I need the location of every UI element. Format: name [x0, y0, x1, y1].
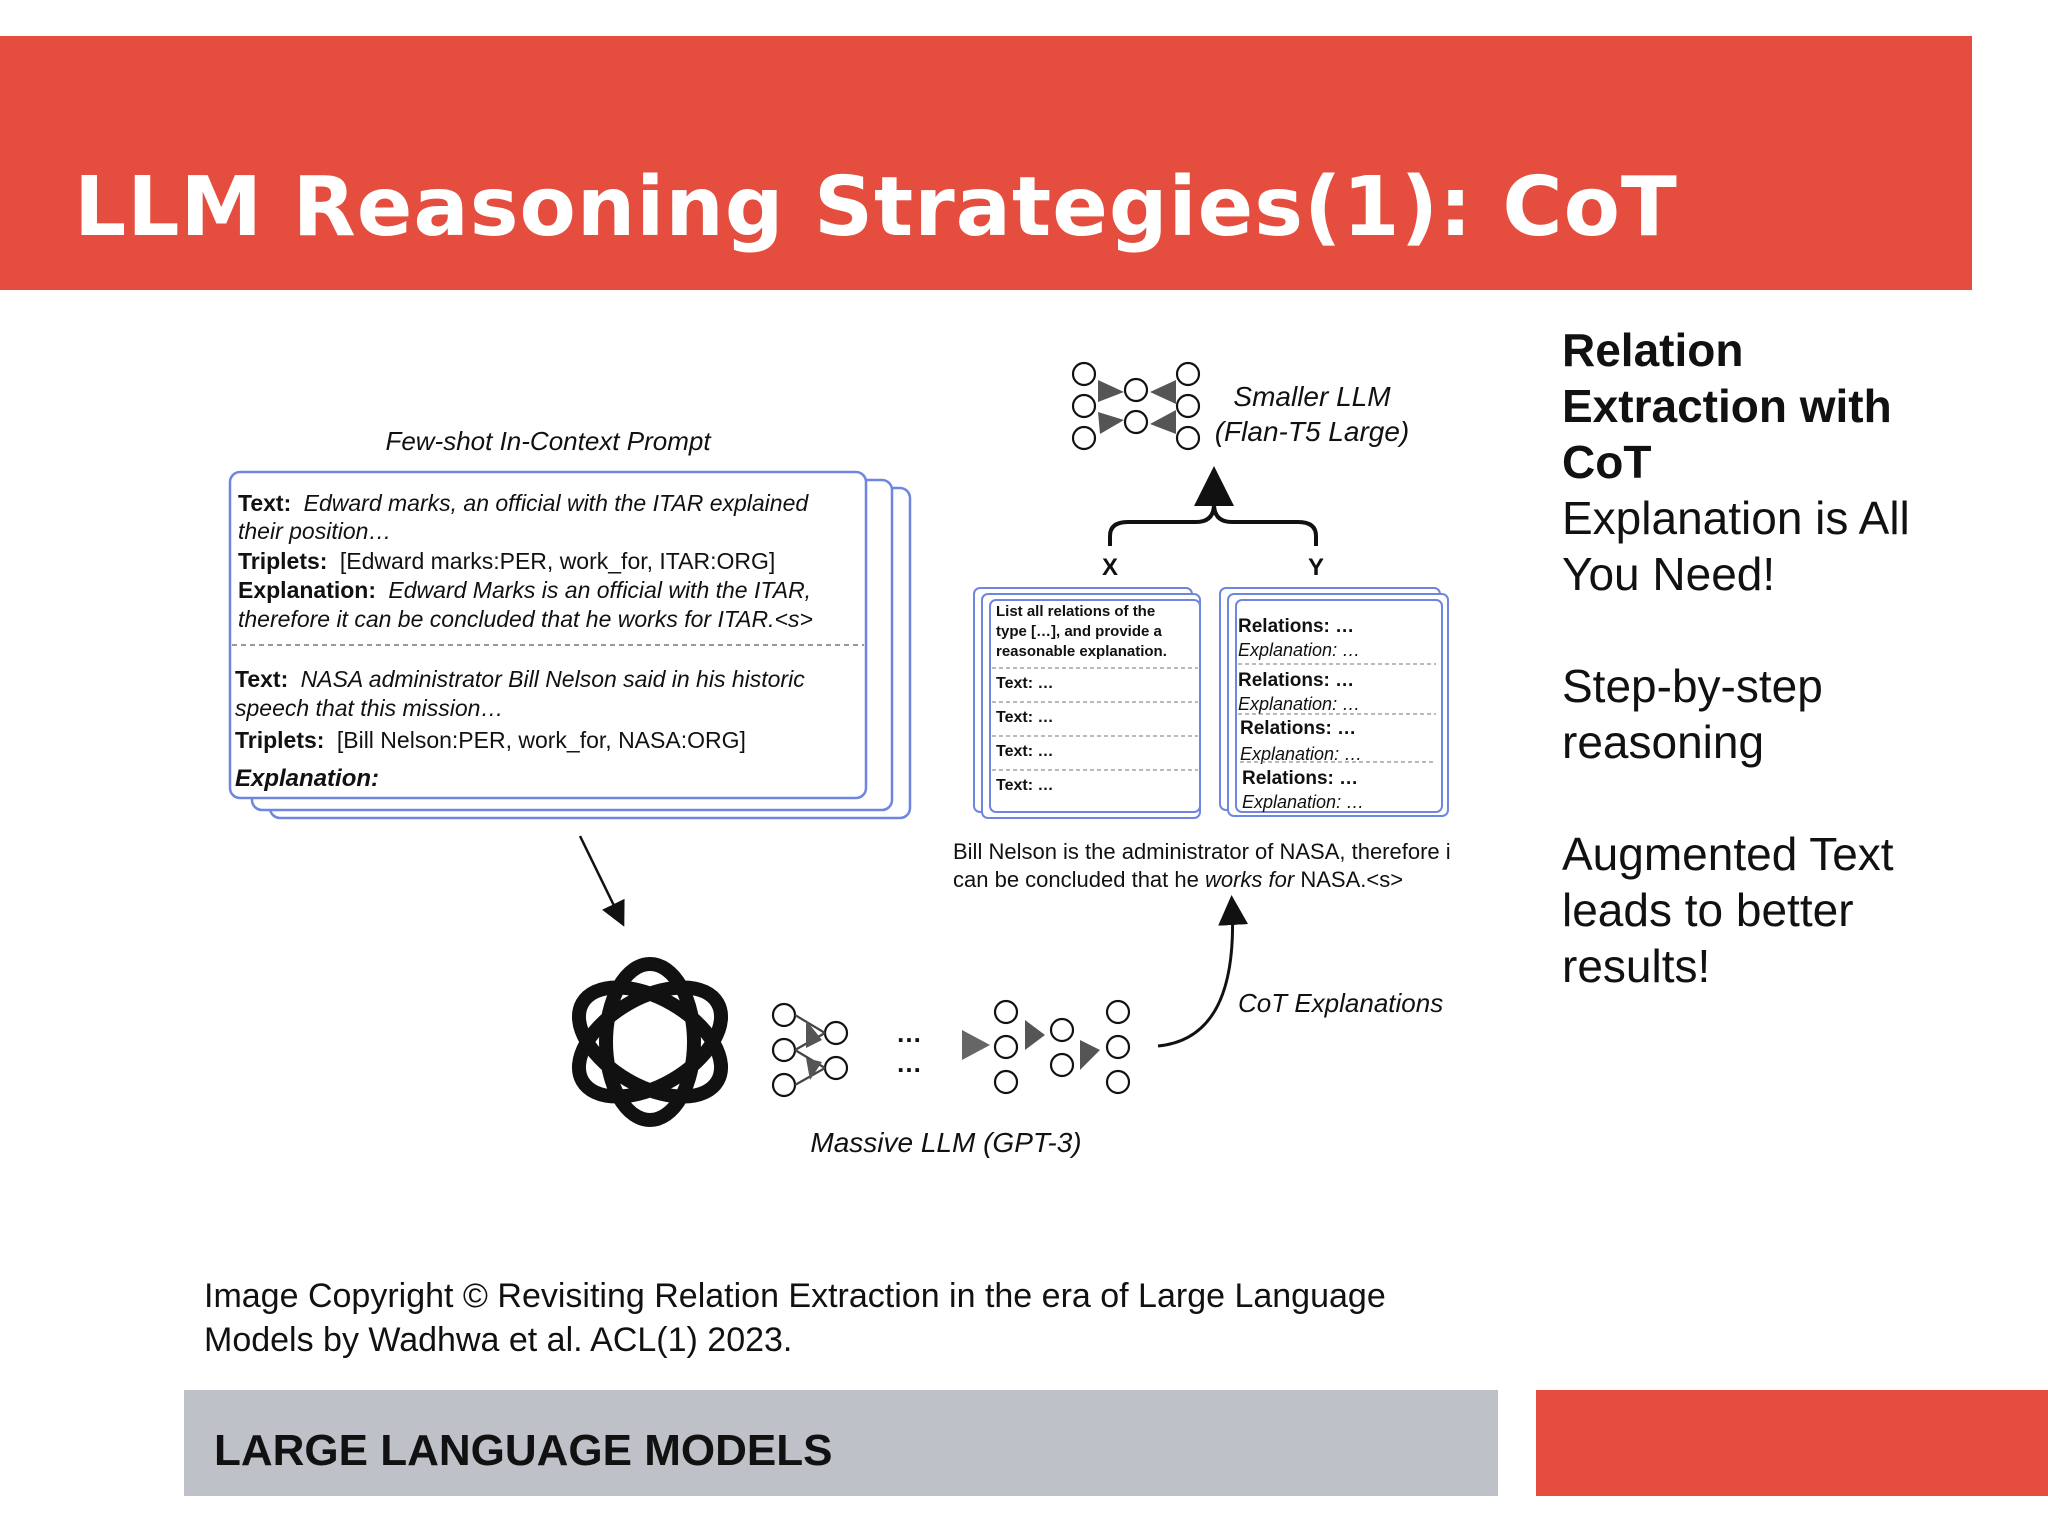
smaller-llm-network-icon — [1071, 361, 1201, 451]
svg-text:can be concluded that he works: can be concluded that he works for NASA.… — [953, 867, 1403, 892]
y-card-explanation-1: Explanation: … — [1238, 640, 1360, 660]
smaller-llm-label-2: (Flan-T5 Large) — [1215, 416, 1410, 447]
svg-text:Text: NASA administrator B: Text: NASA administrator Bill Nelson sai… — [235, 666, 805, 692]
x-card-text-3: Text: … — [996, 743, 1053, 760]
x-label: X — [1102, 554, 1118, 581]
massive-llm-label: Massive LLM (GPT-3) — [810, 1127, 1081, 1158]
ex1-explanation-cont: therefore it can be concluded that he wo… — [238, 606, 813, 632]
ex1-triplets-label: Triplets: — [238, 548, 327, 574]
sidebar-spacer — [1562, 602, 2022, 658]
ex2-text-cont: speech that this mission… — [235, 695, 503, 721]
ex2-text-label: Text: — [235, 666, 288, 692]
title-bar — [0, 36, 1972, 290]
openai-logo-icon — [571, 957, 729, 1127]
ex1-text-label: Text: — [238, 490, 291, 516]
y-card-relations-4: Relations: … — [1242, 768, 1358, 789]
y-card-relations-2: Relations: … — [1238, 670, 1354, 691]
y-card-explanation-4: Explanation: … — [1242, 792, 1364, 812]
y-label: Y — [1308, 554, 1324, 581]
ex1-explanation-label: Explanation: — [238, 577, 376, 603]
generated-explanation-italic: works for — [1205, 867, 1296, 892]
cot-arrow — [1157, 895, 1249, 1048]
sidebar-line-3: Step-by-step — [1562, 660, 1823, 712]
massive-llm-network-icon — [771, 1002, 849, 1098]
sidebar-line-7: results! — [1562, 940, 1711, 992]
ex1-text-cont: their position… — [238, 518, 391, 544]
sidebar-heading-2: Extraction with — [1562, 380, 1892, 432]
copyright-line-2: Models by Wadhwa et al. ACL(1) 2023. — [204, 1321, 793, 1359]
copyright-line-1: Image Copyright © Revisiting Relation Ex… — [204, 1277, 1386, 1315]
x-card — [989, 599, 1201, 813]
prompt-to-gpt-arrow — [578, 835, 625, 927]
sidebar-notes: Relation Extraction with CoT Explanation… — [1562, 322, 2022, 994]
massive-llm-network-icon-2 — [962, 999, 1131, 1095]
y-card-relations-1: Relations: … — [1238, 616, 1354, 637]
sidebar-heading-1: Relation — [1562, 324, 1744, 376]
generated-explanation-line2a: can be concluded that he — [953, 867, 1205, 892]
x-card-instruction-3: reasonable explanation. — [996, 643, 1167, 660]
footer-bar: LARGE LANGUAGE MODELS — [184, 1390, 1498, 1496]
sidebar-heading-3: CoT — [1562, 436, 1652, 488]
y-card-relations-3: Relations: … — [1240, 718, 1356, 739]
ex2-explanation-label: Explanation: — [235, 765, 379, 792]
openai-logo-center — [624, 1016, 676, 1068]
y-card-explanation-2: Explanation: … — [1238, 694, 1360, 714]
prompt-card — [228, 470, 868, 800]
sidebar-line-5: Augmented Text — [1562, 828, 1894, 880]
ex2-triplets-value: [Bill Nelson:PER, work_for, NASA:ORG] — [337, 727, 746, 753]
slide-title: LLM Reasoning Strategies(1): CoT — [74, 160, 1678, 255]
sidebar-line-2: You Need! — [1562, 548, 1776, 600]
footer-accent — [1536, 1390, 2048, 1496]
sidebar-spacer — [1562, 770, 2022, 826]
sidebar-line-1: Explanation is All — [1562, 492, 1910, 544]
footer-label: LARGE LANGUAGE MODELS — [214, 1426, 833, 1475]
cot-label: CoT Explanations — [1238, 988, 1443, 1018]
y-card — [1235, 599, 1443, 813]
ex2-triplets-label: Triplets: — [235, 727, 324, 753]
svg-text:Explanation: Edward Marks: Explanation: Edward Marks is an official… — [238, 577, 811, 603]
svg-text:Text: Edward marks, an off: Text: Edward marks, an official with the… — [238, 490, 809, 516]
svg-text:Triplets: [Bill Nelson:PER: Triplets: [Bill Nelson:PER, work_for, NA… — [235, 727, 746, 753]
prompt-title: Few-shot In-Context Prompt — [385, 426, 712, 456]
generated-explanation-line1: Bill Nelson is the administrator of NASA… — [953, 839, 1451, 864]
x-card-text-1: Text: … — [996, 675, 1053, 692]
generated-explanation-line2c: NASA.<s> — [1294, 867, 1403, 892]
ex1-text-value: Edward marks, an official with the ITAR … — [304, 490, 810, 516]
sidebar-line-4: reasoning — [1562, 716, 1765, 768]
svg-text:Triplets: [Edward marks:PE: Triplets: [Edward marks:PER, work_for, I… — [238, 548, 775, 574]
x-card-text-4: Text: … — [996, 777, 1053, 794]
massive-llm-ellipsis-top: … — [896, 1018, 922, 1048]
ex1-triplets-value: [Edward marks:PER, work_for, ITAR:ORG] — [340, 548, 775, 574]
smaller-llm-label-1: Smaller LLM — [1233, 381, 1391, 412]
merge-bracket — [1108, 503, 1318, 546]
massive-llm-ellipsis-bottom: … — [896, 1048, 922, 1078]
ex1-explanation-value: Edward Marks is an official with the ITA… — [388, 577, 811, 603]
x-card-instruction-1: List all relations of the — [996, 603, 1155, 620]
y-card-explanation-3: Explanation: … — [1240, 744, 1362, 764]
image-copyright: Image Copyright © Revisiting Relation Ex… — [204, 1274, 1524, 1362]
x-card-instruction-2: type […], and provide a — [996, 623, 1163, 640]
sidebar-line-6: leads to better — [1562, 884, 1854, 936]
ex2-text-value: NASA administrator Bill Nelson said in h… — [301, 666, 806, 692]
x-card-text-2: Text: … — [996, 709, 1053, 726]
